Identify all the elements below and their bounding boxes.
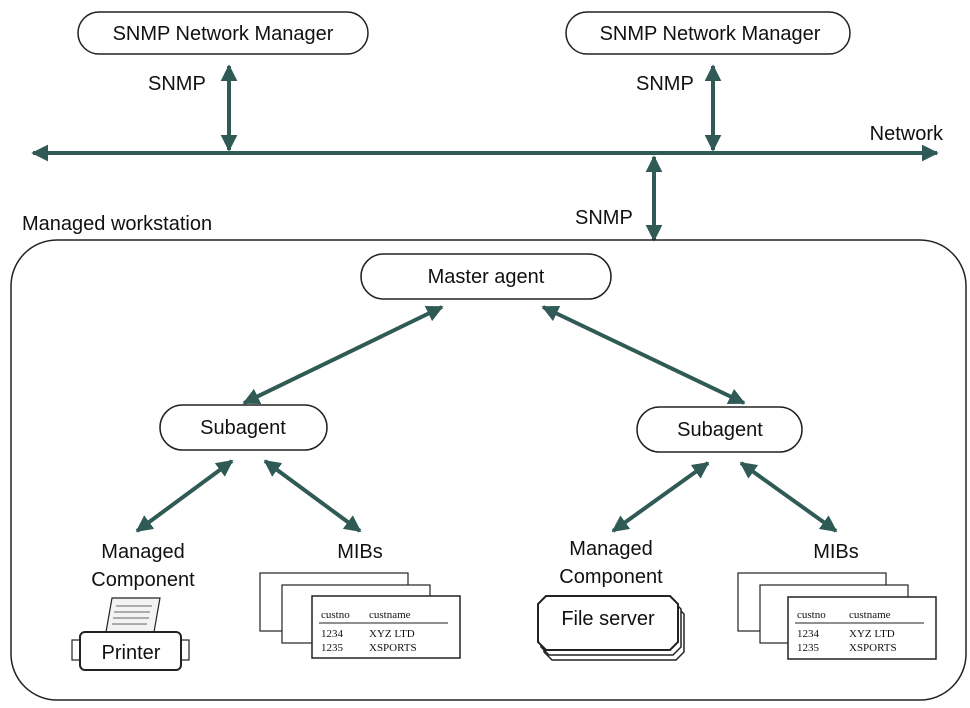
mib-2-header-custname: custname — [849, 609, 891, 621]
network-manager-1: SNMP Network Manager — [77, 11, 369, 55]
manager-1-link-label: SNMP — [148, 73, 206, 95]
subagent-2-component-arrow — [611, 461, 710, 533]
mib-2-row2-custno: 1235 — [797, 642, 820, 654]
master-agent: Master agent — [360, 253, 612, 300]
network-label: Network — [870, 123, 944, 145]
subagent-2-label: Subagent — [677, 419, 763, 441]
subagent-1-mibs-arrow — [263, 459, 362, 533]
file-server-icon: File server — [537, 595, 685, 661]
master-subagent-1-arrow — [242, 305, 444, 405]
mib-1-row1-custno: 1234 — [321, 628, 344, 640]
mib-2-row2-custname: XSPORTS — [849, 642, 897, 654]
subagent-2-mibs-arrow — [739, 461, 838, 533]
mib-1-row2-custno: 1235 — [321, 642, 344, 654]
printer-label: Printer — [102, 642, 161, 664]
network-manager-2: SNMP Network Manager — [565, 11, 851, 55]
mib-1-row2-custname: XSPORTS — [369, 642, 417, 654]
subagent-1-label: Subagent — [200, 417, 286, 439]
mib-2-row1-custname: XYZ LTD — [849, 628, 895, 640]
mib-2-header-custno: custno — [797, 609, 826, 621]
mib-table-stack-2: custno custname 1234 XYZ LTD 1235 XSPORT… — [737, 572, 937, 660]
component-2-label-line2: Component — [559, 566, 663, 588]
mib-1-row1-custname: XYZ LTD — [369, 628, 415, 640]
manager-2-link-label: SNMP — [636, 73, 694, 95]
subagent-1: Subagent — [159, 404, 328, 451]
workstation-frame — [10, 239, 967, 701]
mibs-1-label: MIBs — [337, 541, 383, 563]
master-agent-label: Master agent — [428, 266, 545, 288]
mib-2-row1-custno: 1234 — [797, 628, 820, 640]
component-1-label-line2: Component — [91, 569, 195, 591]
mib-table-stack-1: custno custname 1234 XYZ LTD 1235 XSPORT… — [259, 572, 461, 659]
printer-icon: Printer — [71, 597, 190, 671]
subagent-2: Subagent — [636, 406, 803, 453]
workstation-link-label: SNMP — [575, 207, 633, 229]
file-server-label: File server — [561, 608, 655, 630]
component-2-label-line1: Managed — [569, 538, 652, 560]
workstation-title: Managed workstation — [22, 213, 212, 235]
mib-1-header-custname: custname — [369, 609, 411, 621]
master-subagent-2-arrow — [541, 305, 746, 405]
mib-1-header-custno: custno — [321, 609, 350, 621]
network-manager-2-label: SNMP Network Manager — [600, 23, 821, 45]
subagent-1-component-arrow — [135, 459, 234, 533]
component-1-label-line1: Managed — [101, 541, 184, 563]
network-manager-1-label: SNMP Network Manager — [113, 23, 334, 45]
mibs-2-label: MIBs — [813, 541, 859, 563]
